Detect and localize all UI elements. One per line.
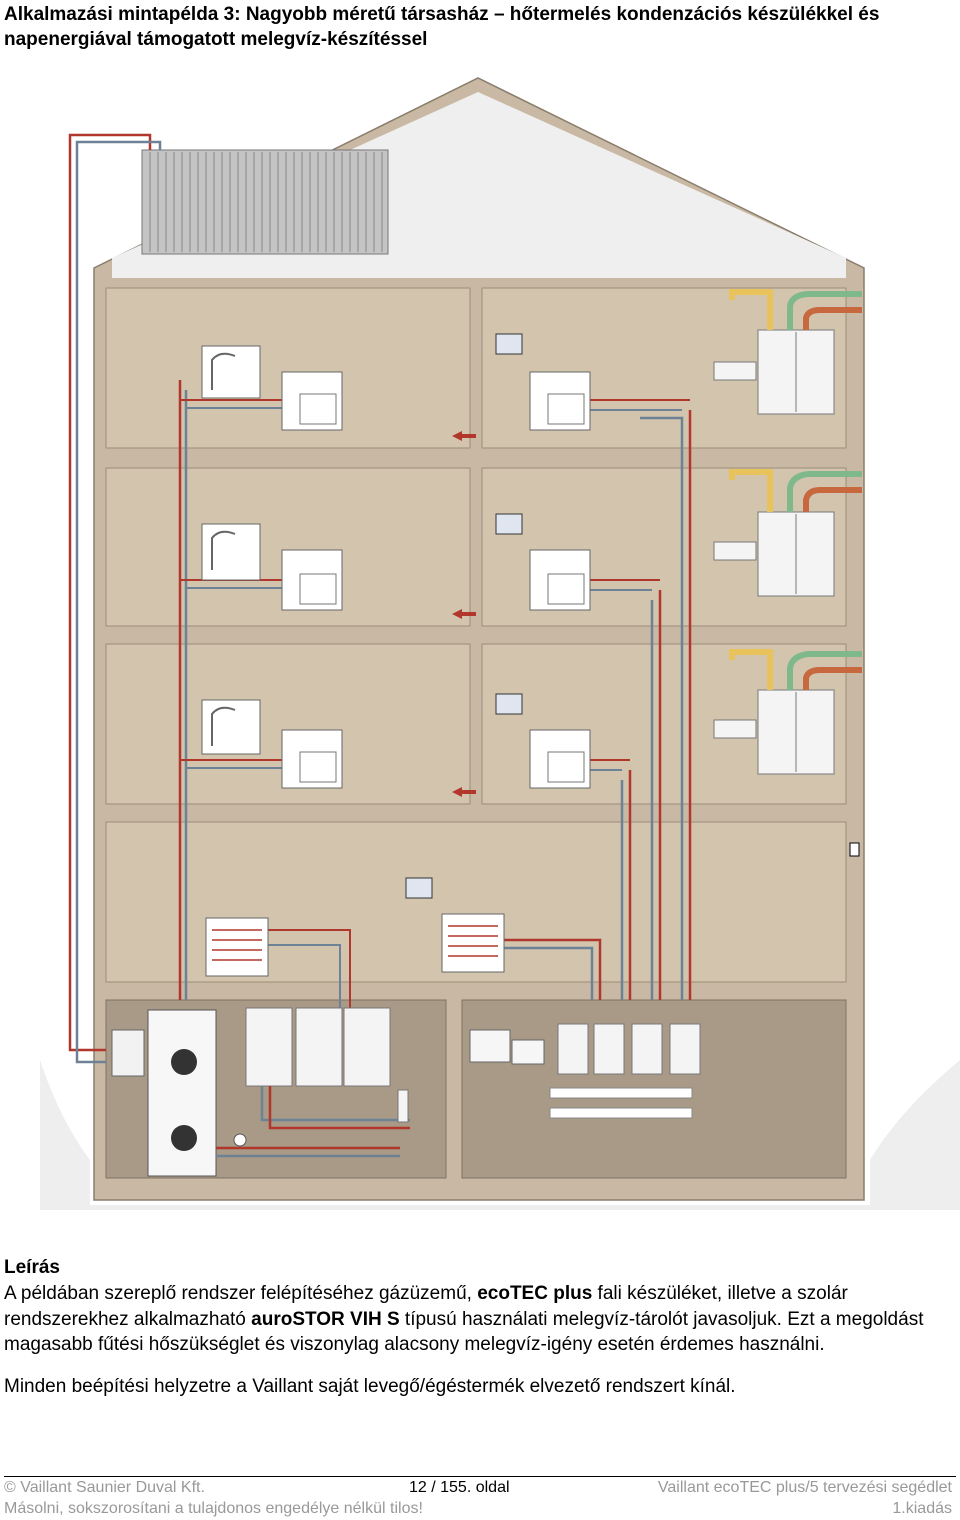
description: Leírás A példában szereplő rendszer felé…	[4, 1255, 956, 1415]
description-paragraph-1: A példában szereplő rendszer felépítéséh…	[4, 1283, 924, 1355]
hot-water-storage-tank	[111, 1009, 217, 1177]
footer-copy-notice: Másolni, sokszorosítani a tulajdonos eng…	[4, 1500, 423, 1517]
product-name-ecotec: ecoTEC plus	[477, 1283, 593, 1304]
system-illustration	[40, 77, 960, 1210]
footer-page-number: 12 / 155. oldal	[409, 1479, 510, 1496]
cascade-boilers	[245, 1007, 391, 1087]
page-footer: © Vaillant Saunier Duval Kft. 12 / 155. …	[4, 1476, 956, 1519]
footer-document-title: Vaillant ecoTEC plus/5 tervezési segédle…	[657, 1479, 952, 1496]
solar-collector	[141, 149, 389, 255]
page-title: Alkalmazási mintapélda 3: Nagyobb méretű…	[4, 4, 880, 50]
room-controller-icons	[405, 333, 523, 899]
footer-copyright: © Vaillant Saunier Duval Kft.	[4, 1479, 205, 1496]
description-paragraph-2: Minden beépítési helyzetre a Vaillant sa…	[4, 1375, 736, 1397]
mixing-modules	[557, 1023, 701, 1075]
product-name-aurostor: auroSTOR VIH S	[251, 1308, 400, 1330]
footer-edition: 1.kiadás	[892, 1500, 952, 1517]
description-heading: Leírás	[4, 1257, 60, 1278]
